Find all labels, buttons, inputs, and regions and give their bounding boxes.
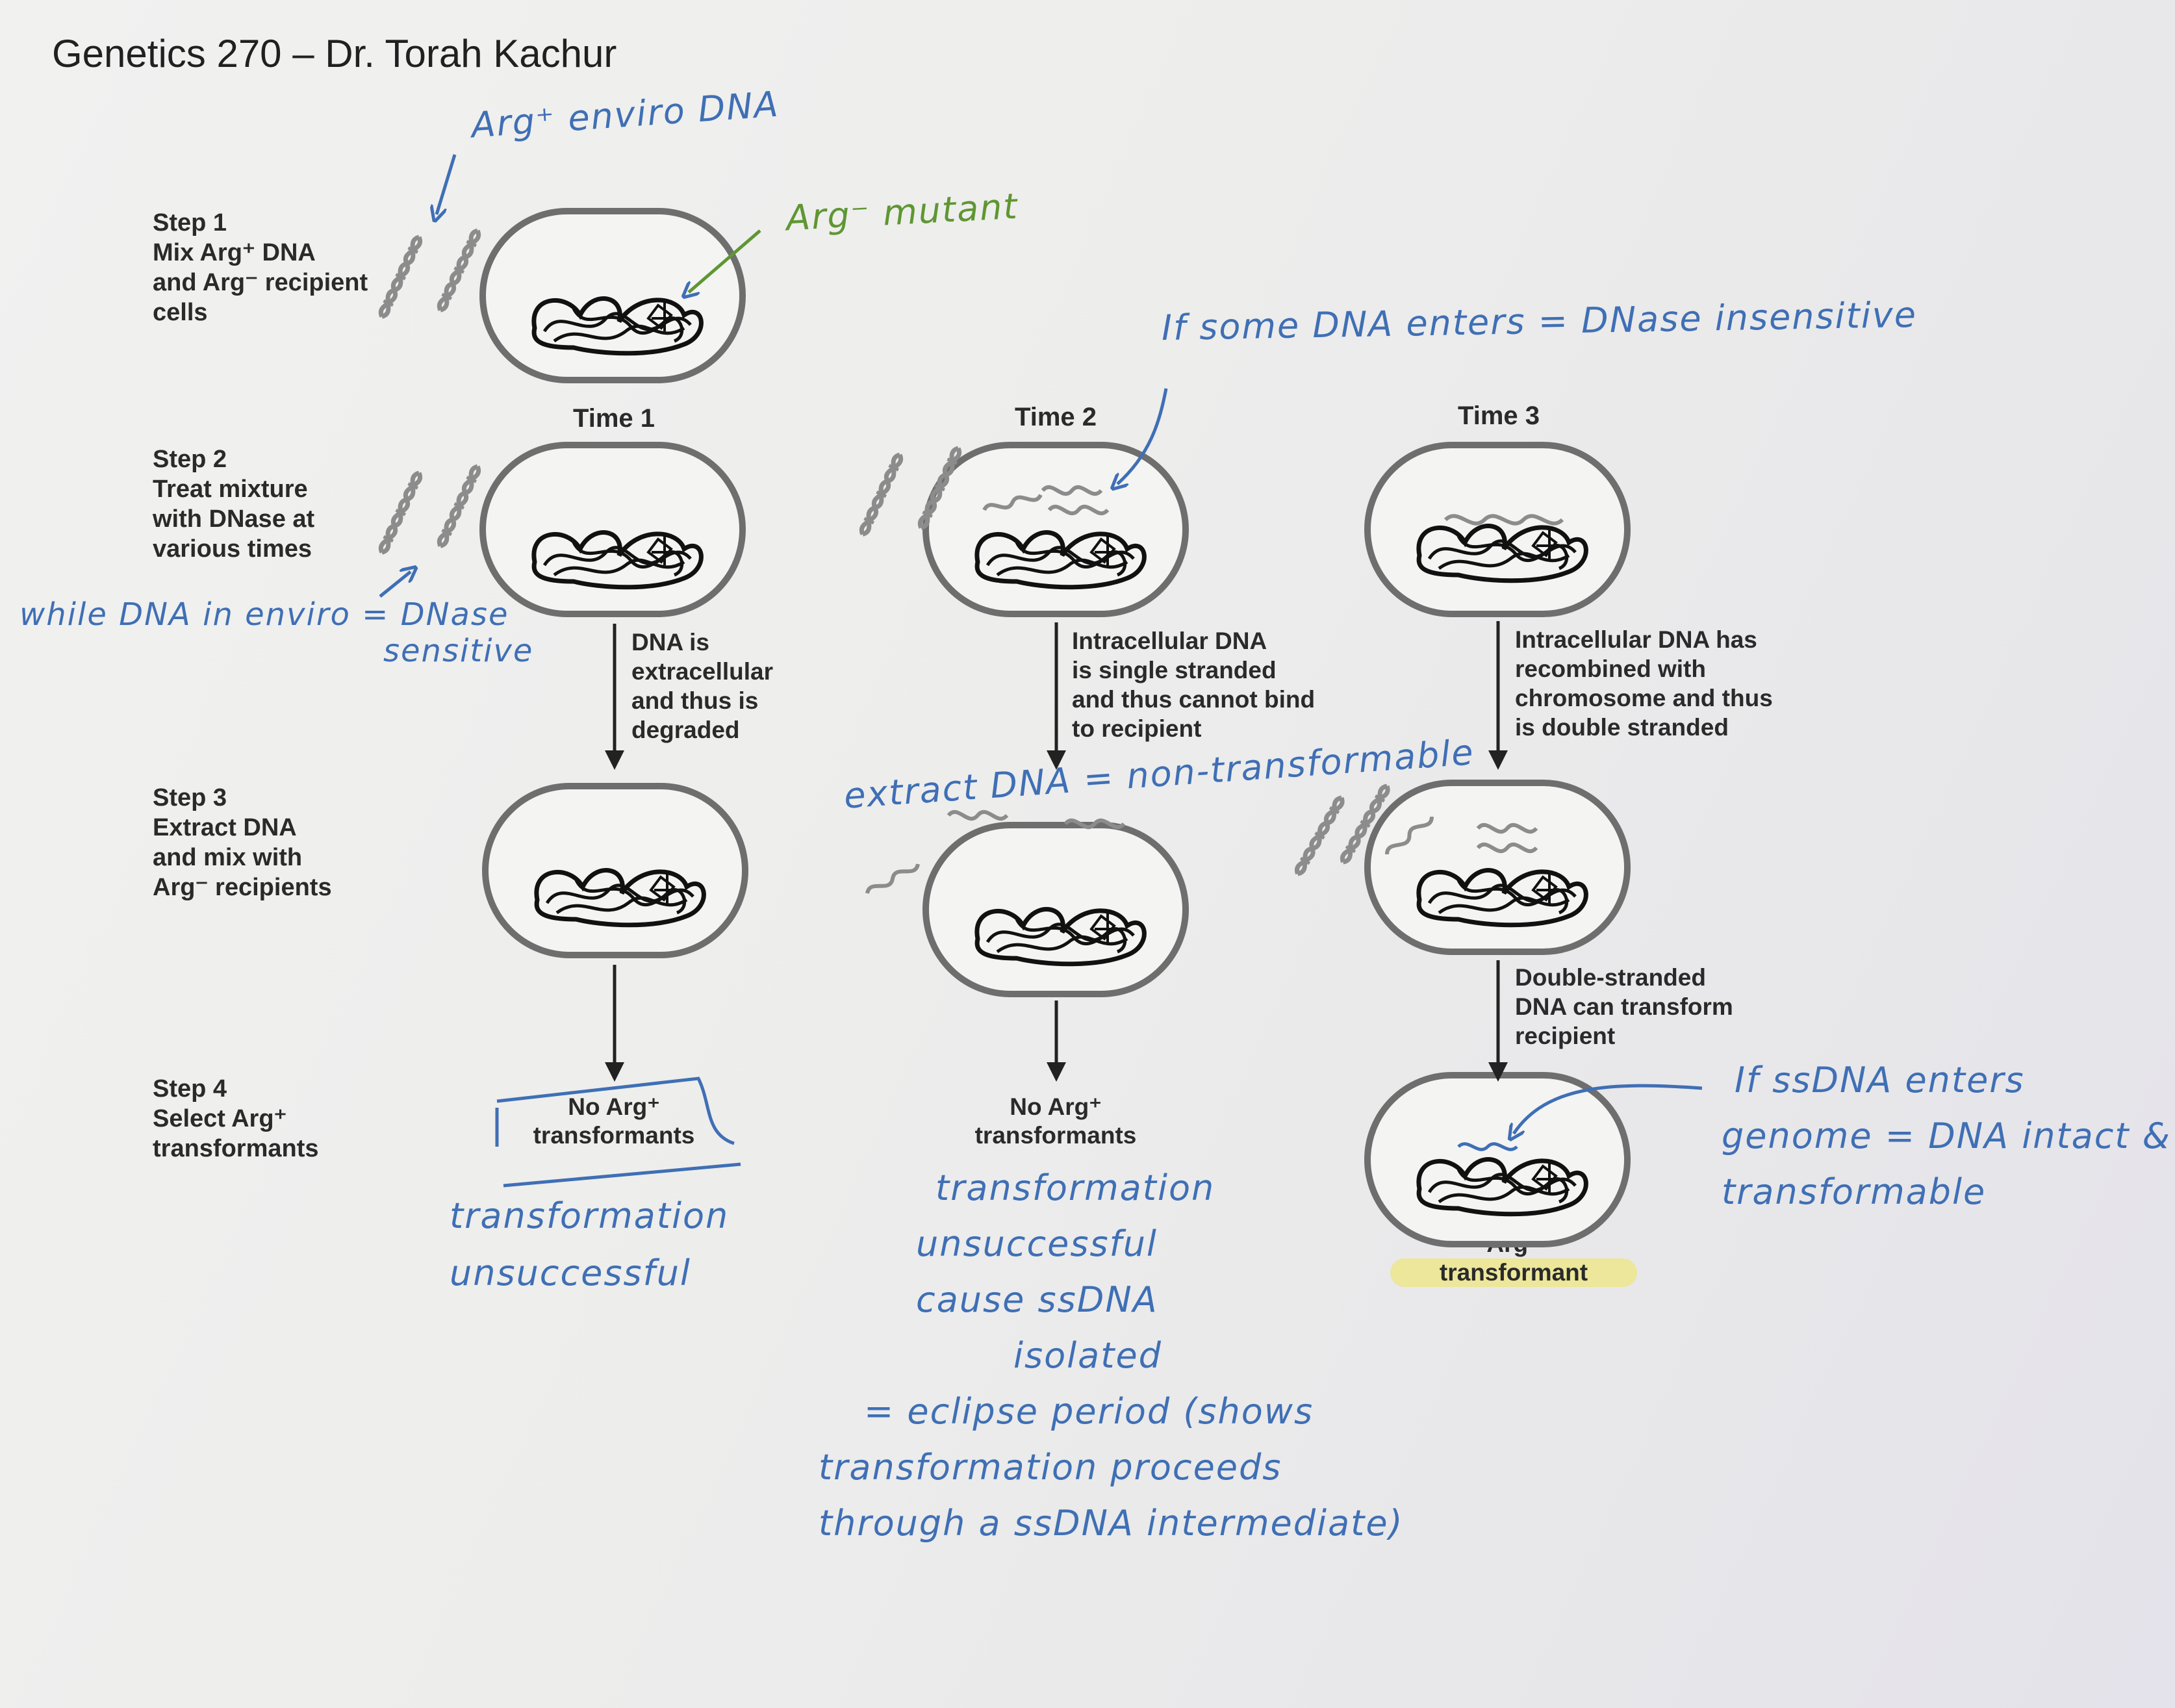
step-line: Select Arg⁺ xyxy=(153,1105,287,1132)
step-label: Step 3 xyxy=(153,784,227,811)
page-title: Genetics 270 – Dr. Torah Kachur xyxy=(52,32,617,75)
step-1: Step 1 Mix Arg⁺ DNA and Arg⁻ recipient c… xyxy=(153,208,368,327)
time2-cell xyxy=(926,445,1186,614)
step-line: various times xyxy=(153,535,312,563)
step-2: Step 2 Treat mixture with DNase at vario… xyxy=(153,444,314,564)
time1-cell xyxy=(483,445,743,614)
time-3-label: Time 3 xyxy=(1458,402,1540,430)
step-4: Step 4 Select Arg⁺ transformants xyxy=(153,1074,319,1164)
note-dnase-sensitive: while DNA in enviro = DNase sensitive xyxy=(19,596,534,669)
time3-step3-cell xyxy=(1367,783,1627,952)
dna-helix xyxy=(377,235,424,319)
step-line: transformants xyxy=(153,1135,319,1162)
time2-step3-cell xyxy=(926,825,1186,994)
highlighted-word: transformant xyxy=(1390,1258,1637,1287)
time-1-label: Time 1 xyxy=(573,404,655,433)
step-line: Extract DNA xyxy=(153,814,297,841)
time3-cell xyxy=(1367,445,1627,614)
step-label: Step 2 xyxy=(153,446,227,473)
time-3-result: Arg⁺ transformant xyxy=(1390,1230,1637,1287)
time-2-label: Time 2 xyxy=(1015,403,1097,431)
step-line: and mix with xyxy=(153,844,303,871)
time-1-result: No Arg⁺transformants xyxy=(533,1093,695,1149)
step-label: Step 4 xyxy=(153,1075,227,1103)
step-line: Mix Arg⁺ DNA xyxy=(153,239,316,266)
step-line: cells xyxy=(153,299,208,326)
step1-cell xyxy=(483,211,743,380)
step-3: Step 3 Extract DNA and mix with Arg⁻ rec… xyxy=(153,783,332,902)
dna-helix xyxy=(436,229,483,312)
note-col1-unsuccessful: transformation unsuccessful xyxy=(450,1195,730,1294)
note-ssdna-genome: If ssDNA enters genome = DNA intact & tr… xyxy=(1722,1060,2171,1212)
step-line: Treat mixture xyxy=(153,476,308,503)
step-line: Arg⁻ recipients xyxy=(153,874,332,901)
step-line: and Arg⁻ recipient xyxy=(153,269,368,296)
time-2-result: No Arg⁺transformants xyxy=(974,1093,1137,1149)
step-label: Step 1 xyxy=(153,209,227,236)
time1-step3-cell xyxy=(485,786,745,955)
step-line: with DNase at xyxy=(153,505,315,533)
note-col2-eclipse: transformation unsuccessful cause ssDNA … xyxy=(819,1167,1404,1544)
transformant-cell xyxy=(1367,1075,1627,1244)
